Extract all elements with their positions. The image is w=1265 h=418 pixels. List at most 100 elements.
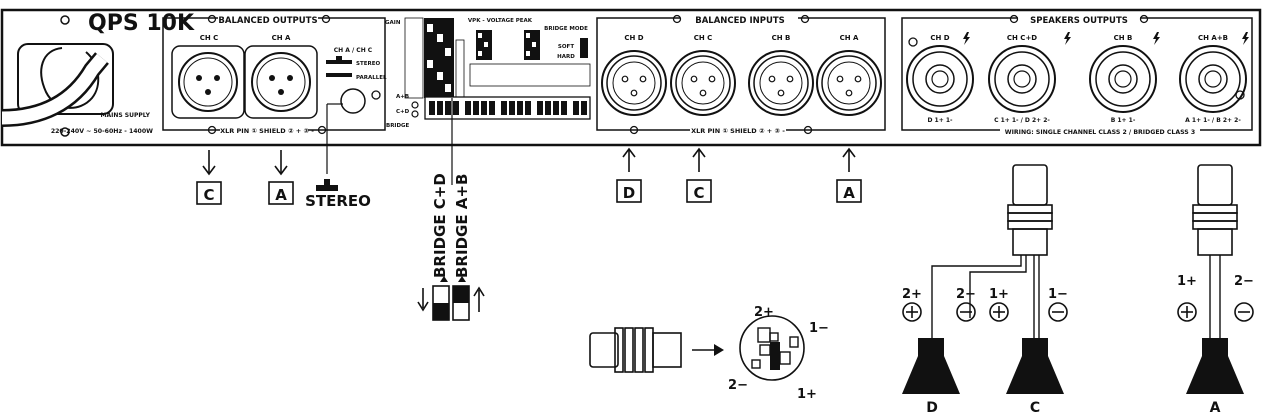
bridge-cd-label: BRIDGE C+D bbox=[431, 173, 449, 278]
speakon-cable-plug bbox=[1197, 164, 1233, 206]
cd-1plus-label: 1+ bbox=[989, 287, 1009, 302]
balanced-outputs-section: BALANCED OUTPUTS CH C CH A CH A / CH C S… bbox=[162, 12, 387, 136]
speaker-c-icon bbox=[1006, 338, 1064, 394]
rear-panel bbox=[0, 8, 1262, 147]
speakon-cd[interactable] bbox=[988, 45, 1056, 113]
in-ch-a-label: CH A bbox=[840, 34, 859, 42]
in-ch-c-label: CH C bbox=[694, 34, 713, 42]
wiring-a: 1+ 2− A bbox=[1177, 164, 1254, 416]
model-label: QPS 10K bbox=[88, 11, 195, 36]
out-ch-a-label: CH A bbox=[272, 34, 291, 42]
bridge-ab-label: BRIDGE A+B bbox=[453, 174, 471, 278]
dip-switch-section: GAIN VPK - VOLTAGE PEAK BRIDGE MODE SOFT… bbox=[385, 17, 591, 129]
vpk-dip-table bbox=[469, 30, 591, 87]
label-ab: A+B bbox=[396, 94, 409, 100]
screw-icon bbox=[371, 90, 381, 100]
callout-in-c: C bbox=[686, 147, 712, 203]
mains-spec: 220-240V ~ 50-60Hz - 1400W bbox=[51, 128, 153, 135]
output-pinout-label: XLR PIN ① SHIELD ② + ③ - bbox=[220, 127, 314, 135]
screw-icon bbox=[800, 14, 810, 24]
balanced-inputs-title: BALANCED INPUTS bbox=[695, 16, 785, 26]
cd-2plus-label: 2+ bbox=[902, 287, 922, 302]
callout-in-d-label: D bbox=[623, 184, 635, 202]
wiring-cd: 2+ 2− 1+ 1− D C bbox=[902, 164, 1068, 416]
stereo-switch-title: CH A / CH C bbox=[334, 47, 373, 54]
lightning-icon bbox=[1064, 32, 1071, 45]
speaker-d-label: D bbox=[926, 400, 938, 416]
hard-label: HARD bbox=[557, 54, 575, 60]
screw-icon bbox=[60, 127, 70, 137]
led-cd bbox=[411, 110, 419, 118]
a-2minus-label: 2− bbox=[1234, 274, 1254, 289]
soft-hard-switch[interactable] bbox=[580, 38, 588, 58]
dip-switch-bank[interactable] bbox=[424, 96, 591, 120]
plus-icon bbox=[1177, 302, 1197, 322]
spk-ch-ab-label: CH A+B bbox=[1198, 34, 1228, 42]
bridge-mode-label: BRIDGE MODE bbox=[544, 26, 588, 32]
xlr-output-c[interactable] bbox=[171, 45, 245, 119]
screw-icon bbox=[1009, 14, 1019, 24]
minus-icon bbox=[1234, 302, 1254, 322]
callout-stereo-label: STEREO bbox=[305, 192, 371, 210]
screw-icon bbox=[60, 15, 70, 25]
xlr-input-d[interactable] bbox=[601, 50, 667, 116]
label-cd: C+D bbox=[396, 109, 410, 115]
spk-b-pins: B 1+ 1- bbox=[1111, 117, 1136, 124]
xlr-input-b[interactable] bbox=[748, 50, 814, 116]
speakers-outputs-section: SPEAKERS OUTPUTS CH D CH C+D CH B CH A+B bbox=[901, 12, 1253, 136]
spk-d-pins: D 1+ 1- bbox=[927, 117, 953, 124]
gain-label: GAIN bbox=[385, 20, 401, 26]
xlr-input-c[interactable] bbox=[670, 50, 736, 116]
spk-ab-pins: A 1+ 1- / B 2+ 2- bbox=[1185, 117, 1241, 124]
speakon-pin-detail: 2+ 1− 2− 1+ bbox=[728, 305, 829, 402]
plus-icon bbox=[989, 302, 1009, 322]
speakers-outputs-title: SPEAKERS OUTPUTS bbox=[1030, 16, 1128, 26]
pin-1minus-label: 1− bbox=[809, 321, 829, 336]
speaker-c-label: C bbox=[1030, 400, 1040, 416]
parallel-switch-icon bbox=[326, 73, 352, 77]
screw-icon bbox=[207, 14, 217, 24]
spk-ch-d-label: CH D bbox=[930, 34, 949, 42]
speaker-a-label: A bbox=[1210, 400, 1221, 416]
pin-2plus-label: 2+ bbox=[754, 305, 774, 320]
screw-icon bbox=[629, 125, 639, 135]
callout-in-a: A bbox=[836, 147, 862, 203]
speakon-d[interactable] bbox=[906, 45, 974, 113]
in-ch-d-label: CH D bbox=[624, 34, 643, 42]
callout-in-a-label: A bbox=[843, 184, 855, 202]
xlr-input-a[interactable] bbox=[816, 50, 882, 116]
spk-ch-cd-label: CH C+D bbox=[1007, 34, 1037, 42]
screw-icon bbox=[672, 14, 682, 24]
in-ch-b-label: CH B bbox=[772, 34, 791, 42]
stereo-label: STEREO bbox=[356, 61, 380, 67]
speakon-ab[interactable] bbox=[1179, 45, 1247, 113]
callout-out-c: C bbox=[196, 150, 222, 205]
speakon-b[interactable] bbox=[1089, 45, 1157, 113]
lightning-icon bbox=[963, 32, 970, 45]
speakon-plug-diagram bbox=[589, 327, 724, 373]
label-bridge: BRIDGE bbox=[386, 123, 410, 129]
pin-1plus-label: 1+ bbox=[797, 387, 817, 402]
mains-title: MAINS SUPPLY bbox=[101, 112, 151, 119]
speakon-plug-icon bbox=[589, 332, 619, 368]
plus-icon bbox=[902, 302, 922, 322]
spk-cd-pins: C 1+ 1- / D 2+ 2- bbox=[994, 117, 1050, 124]
stereo-switch-icon bbox=[326, 56, 352, 64]
screw-icon bbox=[908, 37, 918, 47]
vpk-title: VPK - VOLTAGE PEAK bbox=[468, 18, 533, 24]
spk-ch-b-label: CH B bbox=[1114, 34, 1133, 42]
minus-icon bbox=[956, 302, 976, 322]
lightning-icon bbox=[1242, 32, 1249, 45]
gain-dip-table bbox=[404, 17, 465, 99]
xlr-output-a[interactable] bbox=[244, 45, 318, 119]
stereo-parallel-switch[interactable] bbox=[340, 88, 366, 114]
callout-stereo: STEREO bbox=[305, 103, 371, 210]
soft-label: SOFT bbox=[558, 44, 574, 50]
cd-2minus-label: 2− bbox=[956, 287, 976, 302]
out-ch-c-label: CH C bbox=[200, 34, 219, 42]
led-ab bbox=[411, 101, 419, 109]
arrow-right-icon bbox=[714, 344, 724, 356]
stereo-switch-icon bbox=[316, 179, 338, 191]
screw-icon bbox=[207, 125, 217, 135]
